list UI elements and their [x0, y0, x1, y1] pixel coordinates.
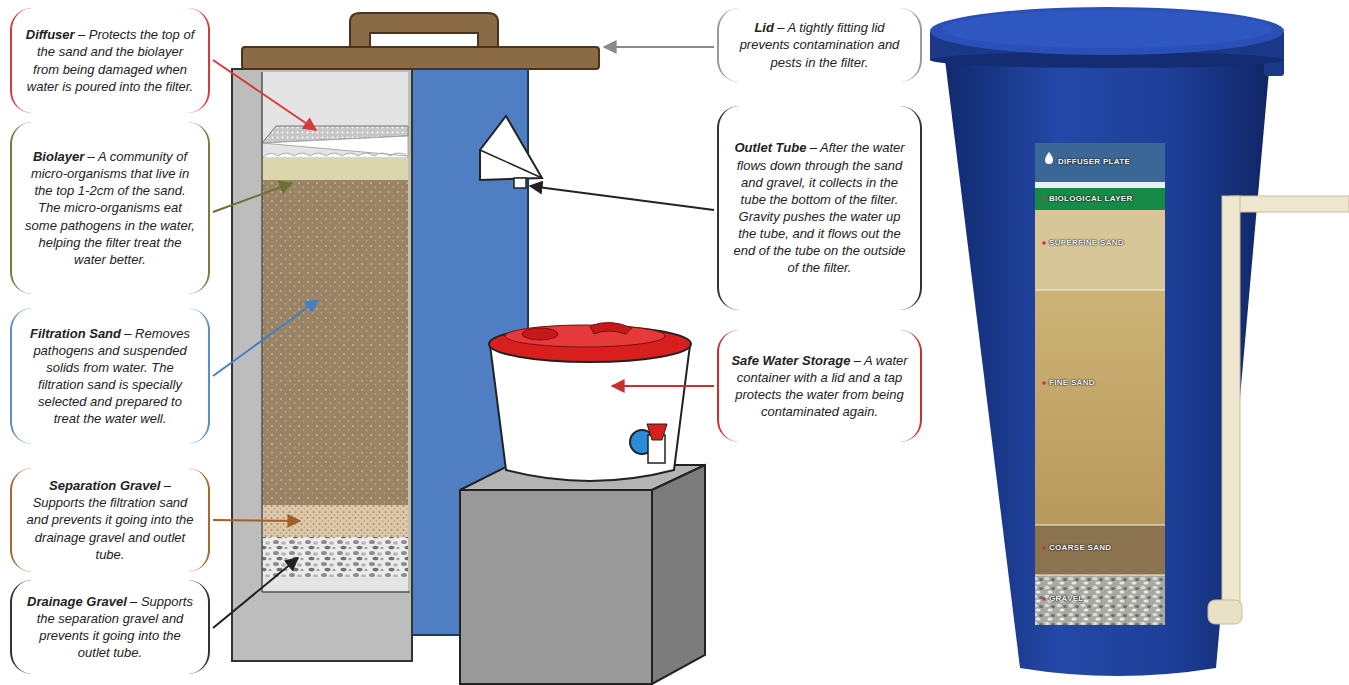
filter-photo-circle	[1042, 546, 1046, 550]
outlet-spout-polygon	[480, 116, 542, 180]
callout-box: Safe Water Storage– A water container wi…	[717, 330, 922, 442]
stand-block-rect	[460, 490, 652, 684]
filter-lid-rect	[242, 47, 599, 69]
filter-photo-rect	[1035, 143, 1165, 625]
filter-cabinet-rect	[232, 69, 412, 661]
leader-line	[612, 385, 714, 387]
filter-photo-path	[1045, 152, 1053, 164]
callout-box: Biolayer– A community of micro-organisms…	[10, 122, 210, 294]
leader-line	[213, 60, 316, 130]
filter-photo-line	[1035, 525, 1165, 526]
outlet-spout-line	[480, 150, 542, 178]
layer-label: GRAVEL	[1049, 594, 1084, 604]
callout-heading: Drainage Gravel	[27, 594, 127, 609]
filter-photo-rect	[1035, 188, 1165, 210]
filter-photo-rect	[1035, 290, 1165, 525]
callout-text: Safe Water Storage– A water container wi…	[731, 352, 908, 421]
layer-label: DIFFUSER PLATE	[1058, 157, 1130, 167]
filter-cabinet-line	[261, 72, 263, 592]
callout-heading: Biolayer	[33, 149, 84, 164]
filter-photo-rect	[1230, 196, 1349, 212]
filter-photo-circle	[1042, 241, 1046, 245]
layer-label: BIOLOGICAL LAYER	[1049, 194, 1132, 204]
callout-box: Lid– A tightly fitting lid prevents cont…	[717, 8, 922, 82]
callout-box: Drainage Gravel– Supports the separation…	[10, 580, 210, 674]
callout-box: Filtration Sand– Removes pathogens and s…	[10, 308, 210, 444]
filter-lid-path	[350, 13, 498, 48]
storage-bucket-ellipse	[522, 328, 558, 340]
filter-photo-line	[1035, 575, 1165, 576]
filter-photo-circle	[1042, 197, 1046, 201]
filter-photo	[930, 7, 1349, 676]
filter-photo-rect	[1035, 525, 1165, 575]
callout-text: Diffuser– Protects the top of the sand a…	[24, 26, 196, 95]
filter-photo-rect	[1208, 600, 1242, 624]
filter-photo-circle	[1042, 381, 1046, 385]
filter-cabinet-rect	[262, 158, 408, 180]
stand-block	[460, 465, 705, 684]
callout-heading: Outlet Tube	[734, 140, 806, 155]
filter-photo-rect	[1222, 196, 1240, 620]
filter-photo-path	[945, 60, 1270, 676]
leader-line	[213, 300, 318, 376]
storage-bucket	[489, 322, 691, 481]
filter-cabinet-rect	[262, 72, 408, 592]
callout-text: Biolayer– A community of micro-organisms…	[24, 148, 196, 268]
storage-bucket-ellipse	[489, 326, 691, 362]
filter-lid	[242, 13, 599, 69]
callout-heading: Diffuser	[26, 27, 75, 42]
callout-box: Separation Gravel– Supports the filtrati…	[10, 468, 210, 572]
filter-photo-rect	[1035, 575, 1165, 625]
filter-cabinet-rect	[262, 180, 408, 505]
outlet-spout	[480, 116, 542, 188]
callout-text: Filtration Sand– Removes pathogens and s…	[24, 325, 196, 428]
storage-bucket-polygon	[647, 424, 667, 440]
storage-bucket-ellipse	[505, 325, 665, 347]
callout-box: Outlet Tube– After the water flows down …	[717, 106, 922, 310]
filter-cabinet-rect	[262, 537, 408, 577]
layer-label: FINE SAND	[1049, 378, 1095, 388]
leader-line	[213, 520, 300, 521]
callout-body: – A community of micro-organisms that li…	[25, 149, 195, 267]
callout-heading: Safe Water Storage	[731, 353, 850, 368]
filter-cabinet-path	[262, 136, 408, 158]
callout-text: Drainage Gravel– Supports the separation…	[24, 593, 196, 662]
filter-photo-rect	[1035, 182, 1165, 188]
filter-photo-line	[1035, 290, 1165, 291]
leader-line	[604, 46, 714, 48]
outlet-spout-rect	[514, 178, 526, 188]
callout-box: Diffuser– Protects the top of the sand a…	[10, 8, 210, 113]
filter-cabinet-line	[262, 591, 410, 593]
storage-bucket-path	[490, 345, 690, 481]
callout-text: Outlet Tube– After the water flows down …	[731, 139, 908, 276]
filter-photo-circle	[1042, 597, 1046, 601]
callout-heading: Filtration Sand	[30, 326, 121, 341]
callout-text: Separation Gravel– Supports the filtrati…	[24, 477, 196, 563]
storage-bucket-path	[590, 322, 632, 334]
callout-heading: Lid	[754, 20, 774, 35]
stand-block-polygon	[652, 465, 705, 684]
leader-line	[213, 183, 292, 212]
callout-body: – After the water flows down through the…	[733, 140, 905, 275]
callout-heading: Separation Gravel	[49, 478, 160, 493]
filter-photo-rect	[1035, 143, 1165, 182]
leader-line	[530, 186, 714, 210]
filter-photo-ellipse	[942, 10, 1272, 48]
filter-photo-rect	[1035, 210, 1165, 290]
filter-photo-ellipse	[930, 7, 1284, 55]
leader-arrows	[213, 47, 714, 628]
leader-line	[213, 558, 298, 628]
layer-label: SUPERFINE SAND	[1049, 238, 1124, 248]
callout-body: – Removes pathogens and suspended solids…	[33, 326, 190, 427]
callout-text: Lid– A tightly fitting lid prevents cont…	[731, 19, 908, 70]
layer-label: COARSE SAND	[1049, 543, 1111, 553]
